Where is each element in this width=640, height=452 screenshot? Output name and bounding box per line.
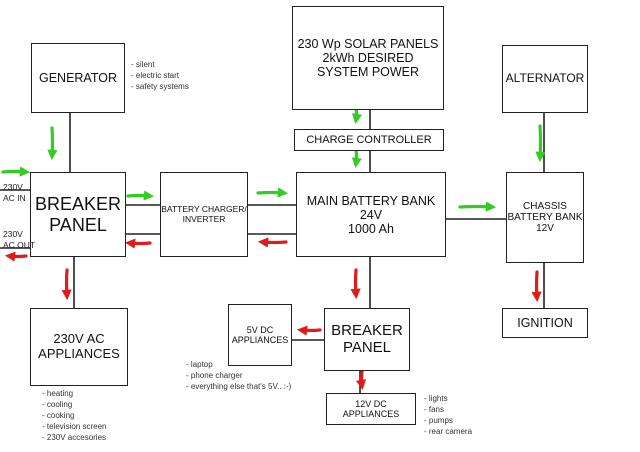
ignition-box: IGNITION (502, 308, 588, 338)
arrow-chassis-to-ignition (531, 270, 542, 303)
arrow-ac-out (4, 251, 28, 262)
arrow-battery-to-charger (257, 237, 288, 248)
arrow-battery-to-chassis (458, 201, 497, 212)
12v-dc-appliances-notes: - lights - fans - pumps - rear camera (424, 393, 472, 437)
note-item: - 230V accesories (42, 433, 107, 442)
ac-in-label: 230V AC IN (3, 182, 26, 203)
arrow-charger-to-breaker (124, 238, 152, 249)
arrow-battery-to-breaker-dc (350, 268, 361, 300)
ac-out-label: 230V AC OUT (3, 229, 36, 250)
5v-dc-appliances-notes: - laptop - phone charger - everything el… (186, 359, 291, 392)
note-item: - everything else that's 5V.. :-) (186, 382, 292, 391)
charge-arrows (1, 106, 546, 212)
arrow-alternator-to-chassis (535, 124, 546, 163)
arrow-breaker-to-charger (126, 190, 155, 201)
note-item: - cooking (42, 411, 75, 420)
chassis-battery-bank-box: CHASSIS BATTERY BANK 12V (506, 172, 584, 263)
main-battery-bank-box: MAIN BATTERY BANK 24V 1000 Ah (296, 172, 446, 257)
note-item: - phone charger (186, 371, 243, 380)
arrow-controller-to-battery (351, 148, 362, 169)
connection-lines (0, 110, 545, 393)
note-item: - cooling (42, 400, 73, 409)
arrow-generator-to-breaker (47, 126, 58, 161)
note-item: - laptop (186, 360, 213, 369)
note-item: - fans (424, 405, 445, 414)
arrow-breaker-dc-to-12v (355, 370, 367, 391)
note-item: - rear camera (424, 427, 473, 436)
charge-controller-box: CHARGE CONTROLLER (294, 129, 444, 151)
note-item: - electric start (131, 71, 180, 80)
battery-charger-inverter-box: BATTERY CHARGER/ INVERTER (160, 172, 248, 257)
note-item: - television screen (42, 422, 107, 431)
breaker-panel-ac-box: BREAKER PANEL (30, 172, 126, 257)
arrow-breaker-dc-to-5v (296, 325, 322, 336)
ac-appliances-notes: - heating - cooling - cooking - televisi… (42, 388, 106, 443)
solar-panels-box: 230 Wp SOLAR PANELS 2kWh DESIRED SYSTEM … (292, 6, 444, 110)
note-item: - silent (131, 60, 155, 69)
note-item: - safety systems (131, 82, 189, 91)
note-item: - heating (42, 389, 74, 398)
generator-box: GENERATOR (31, 43, 125, 113)
generator-notes: - silent - electric start - safety syste… (131, 59, 189, 92)
ac-appliances-box: 230V AC APPLIANCES (30, 308, 128, 386)
discharge-arrows (4, 237, 542, 391)
arrow-ac-in (1, 166, 31, 177)
arrow-breaker-to-ac-appliances (61, 268, 72, 301)
arrow-charger-to-battery (256, 187, 289, 198)
breaker-panel-dc-box: BREAKER PANEL (324, 308, 410, 371)
12v-dc-appliances-box: 12V DC APPLIANCES (326, 393, 416, 425)
alternator-box: ALTERNATOR (502, 45, 588, 113)
5v-dc-appliances-box: 5V DC APPLIANCES (228, 304, 292, 366)
note-item: - lights (424, 394, 448, 403)
note-item: - pumps (424, 416, 453, 425)
